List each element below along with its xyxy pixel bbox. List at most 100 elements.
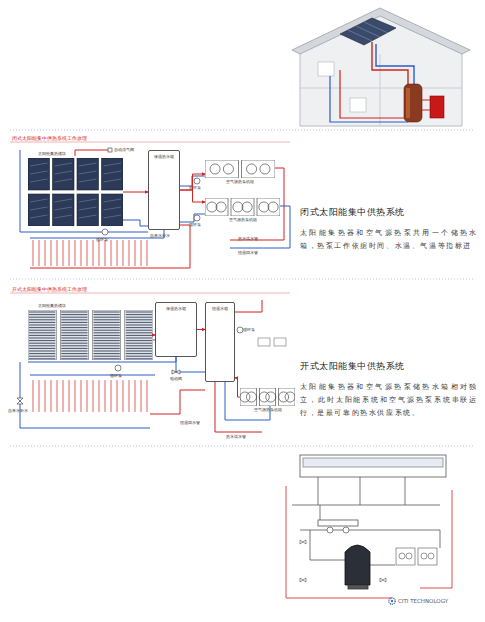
vacuum-tube-collectors [126,353,152,354]
floor-heating-coil [51,240,52,266]
vacuum-tube-collectors [94,358,120,359]
air-valve-symbol [108,148,112,152]
part-label: 热水供水管 [238,236,258,241]
part-label: 恒温回水管 [180,420,200,425]
floor-heating-coil [33,380,34,412]
node-label: 太阳能集热模块 [38,303,66,308]
heat-pump-units [246,392,256,402]
floor-heating-coil [117,380,118,412]
valve-symbol [300,540,386,582]
vacuum-tube-collectors [94,327,120,328]
vacuum-tube-collectors [94,332,120,333]
house-illustration [430,96,444,118]
vacuum-tube-collectors [61,330,87,331]
collector-panels [79,207,97,210]
node-label: 空气源热泵机组 [205,217,280,222]
vacuum-tube-collectors [94,348,120,349]
valve-symbol [300,578,306,582]
valve-symbol [300,540,306,544]
heat-pump-units [216,202,226,212]
vacuum-tube-collectors [126,351,152,352]
pipe-network [30,225,190,268]
house-illustration [422,100,430,110]
pump-symbol [327,527,333,533]
heat-pump-units [279,392,289,402]
vacuum-tube-collectors [94,335,120,336]
vacuum-tube-collectors [126,332,152,333]
pipe-network [20,300,270,432]
pool-heating-diagram [345,545,370,585]
vacuum-tube-collectors [61,319,87,320]
floor-heating-coil [87,240,88,266]
heat-pump-group: 空气源热泵机组 [205,198,280,216]
floor-heating-coil [141,240,142,266]
vacuum-tube-collectors [94,353,120,354]
node-label: 空气源热泵机组 [240,407,295,412]
collector-panels [55,199,73,202]
house-illustration [350,98,366,112]
heat-pump-units [231,198,254,216]
part-label: CITI TECHNOLOGY [398,598,448,605]
floor-heating-coil [57,240,58,266]
collector-panels [30,207,48,210]
hot-water-pipe [235,378,240,397]
heat-pump-units [233,202,243,212]
vacuum-tube-collectors [29,314,55,315]
section-title: 闭式太阳能集中供热系统 [300,206,405,218]
collector-panels [55,215,73,218]
house-illustration [372,42,408,85]
collector-panels [55,163,73,166]
pool-heating-diagram [348,585,368,589]
vacuum-tube-collectors [29,319,55,320]
collector-panels [55,171,73,174]
pipe-network [20,150,290,268]
part-label: 自来水补水 [150,233,170,238]
floor-heating-coil [123,380,124,412]
house-illustration [380,54,381,126]
pool-heating-diagram [286,455,452,598]
vacuum-tube-collectors [94,351,120,352]
vacuum-tube-collectors [29,348,55,349]
vacuum-tube-collectors [29,351,55,352]
collector-panels [104,199,122,202]
pump-symbol [115,365,121,371]
floor-heating-coil [45,380,46,412]
floor-heating-coil [99,380,100,412]
vacuum-tube-collectors [94,314,120,315]
heat-pump-units [240,392,250,402]
pipe-network [180,176,205,186]
house-illustration [300,88,462,89]
house-illustration [318,62,334,76]
heat-pump-units [210,164,220,174]
floor-heating-coil [75,240,76,266]
vacuum-tube-collectors [126,319,152,320]
floor-heating-coil [141,380,142,412]
heat-pump-units [205,160,239,178]
vacuum-tube-collectors [126,325,152,326]
floor-heating-coil [75,380,76,412]
vacuum-tube-collectors [126,317,152,318]
pump-symbol [327,527,349,533]
heat-pump-unit [428,553,434,559]
floor-heating-coil [129,240,130,266]
dotted-separator [10,130,475,131]
floor-heating-coil [51,380,52,412]
collector-panels [28,158,123,226]
part-label: 恒温回水管 [238,250,258,255]
description-text: 太阳能集热器和空气源热泵共用一个储热水箱，热泵工作依据时间、水温、气温等指标进 [300,227,478,253]
pipe-network [20,362,150,428]
section-heading: 闭式太阳能集中供热系统工作原理 [12,135,87,142]
vacuum-tube-collectors [126,348,152,349]
collector-panels [30,171,48,174]
part-label: 循环泵 [189,185,201,190]
vacuum-tube-collectors [29,335,55,336]
floor-heating-coil [39,380,40,412]
vacuum-tube-collectors [61,356,87,357]
vacuum-tube-collectors [94,322,120,323]
vacuum-tube-collectors [29,330,55,331]
house-illustration [340,18,396,45]
floor-heating-coil [57,380,58,412]
vacuum-tube-collectors [29,345,55,346]
heat-pump-units [279,388,295,406]
dotted-separator [10,279,475,280]
